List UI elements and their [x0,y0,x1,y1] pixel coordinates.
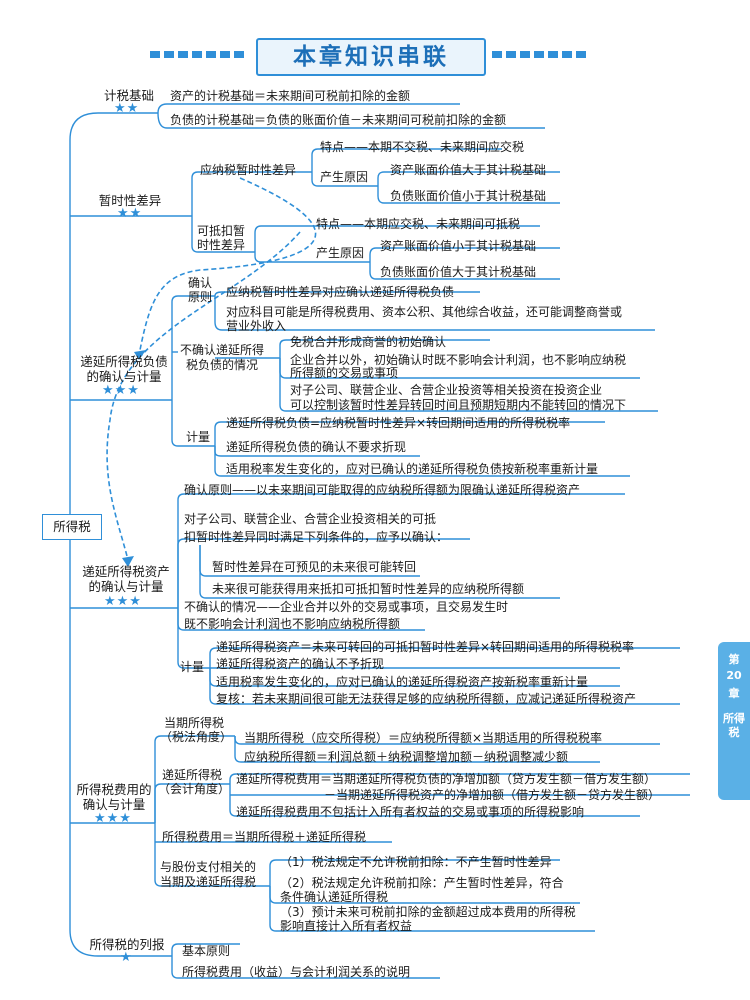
dtl-measure-3: 适用税率发生变化的，应对已确认的递延所得税负债按新税率重新计量 [226,462,599,476]
dta-sub-2: 扣暂时性差异同时满足下列条件的，应予以确认： [184,530,449,544]
dta-measure-2: 递延所得税资产的确认不予折现 [216,657,385,671]
dtl-nonrecog-2: 企业合并以外，初始确认时既不影响会计利润，也不影响应纳税 [290,353,627,367]
deductible-diff-cause-label: 产生原因 [316,246,365,260]
dtl-principle-3: 营业外收入 [226,319,287,333]
page-title-box: 本章知识串联 [256,38,486,76]
dtl-principle-2: 对应科目可能是所得税费用、资本公积、其他综合收益，还可能调整商誉或 [226,305,623,319]
taxable-diff-cause-label: 产生原因 [320,170,369,184]
presentation-item-1: 基本原则 [182,944,231,958]
dta-principle: 确认原则——以未来期间可能取得的应纳税所得额为限确认递延所得税资产 [184,483,581,497]
dtl-measure-2: 递延所得税负债的确认不要求折现 [226,440,407,454]
presentation-item-2: 所得税费用（收益）与会计利润关系的说明 [182,965,411,979]
dtl-nonrecog-3: 所得额的交易或事项 [290,366,399,380]
share-2: （2）税法规定允许税前扣除：产生暂时性差异，符合 [280,876,564,890]
current-tax-2: 应纳税所得额＝利润总额＋纳税调整增加额－纳税调整减少额 [244,750,569,764]
taxable-diff-feature: 特点——本期不交税、未来期间应交税 [320,140,525,154]
expense-total: 所得税费用＝当期所得税＋递延所得税 [162,830,367,844]
dta-nonrecog-2: 既不影响会计利润也不影响应纳税所得额 [184,617,401,631]
dtl-measure-label: 计量 [186,430,211,444]
dtl-label-2: 的确认与计量 [86,369,162,384]
dtl-measure-1: 递延所得税负债=应纳税暂时性差异×转回期间适用的所得税税率 [226,416,571,430]
dtl-nonrecog-5: 可以控制该暂时性差异转回时间且预期短期内不能转回的情况下 [290,398,627,412]
temp-diff-label: 暂时性差异 [98,193,162,208]
deferred-tax-2: －当期递延所得税资产的净增加额（借方发生额－贷方发生额） [324,788,661,802]
expense-label-2: 确认与计量 [82,797,146,812]
dtl-stars: ★★★ [102,383,140,398]
share-5: 影响直接计入所有者权益 [280,919,413,933]
deferred-tax-3: 递延所得税费用不包括计入所有者权益的交易或事项的所得税影响 [236,805,585,819]
tax-base-stars: ★★ [114,101,140,116]
share-1: （1）税法规定不允许税前扣除：不产生暂时性差异 [280,855,552,869]
deferred-tax-label-1: 递延所得税 [162,768,223,782]
temp-diff-stars: ★★ [117,206,143,221]
dta-label-1: 递延所得税资产 [82,564,170,579]
share-3: 条件确认递延所得税 [280,890,389,904]
taxable-diff-cause-2: 负债账面价值小于其计税基础 [390,189,547,203]
root-label: 所得税 [53,519,91,534]
presentation-stars: ★ [120,950,133,965]
dta-label-2: 的确认与计量 [88,579,164,594]
title-deco-right [492,51,588,58]
dta-measure-1: 递延所得税资产＝未来可转回的可抵扣暂时性差异×转回期间适用的所得税税率 [216,640,635,654]
side-tab-name: 所得税 [723,712,745,739]
expense-label-1: 所得税费用的 [76,782,152,797]
deferred-tax-1: 递延所得税费用＝当期递延所得税负债的净增加额（贷方发生额－借方发生额） [236,772,657,786]
taxable-diff-cause-1: 资产账面价值大于其计税基础 [390,163,547,177]
dta-cond-1: 暂时性差异在可预见的未来很可能转回 [212,560,417,574]
share-label-1: 与股份支付相关的 [160,860,257,874]
deferred-tax-label-2: （会计角度） [158,782,231,796]
dtl-nonrecog-1: 免税合并形成商誉的初始确认 [290,335,447,349]
dta-stars: ★★★ [104,594,142,609]
current-tax-1: 当期所得税（应交所得税）＝应纳税所得额×当期适用的所得税税率 [244,731,603,745]
dtl-nonrecog-label-2: 税负债的情况 [186,358,259,372]
dtl-nonrecog-label-1: 不确认递延所得 [180,343,265,357]
deductible-diff-label-2: 时性差异 [197,238,246,252]
title-deco-left [150,51,246,58]
side-tab-number: 20 [726,669,742,682]
dtl-label-1: 递延所得税负债 [80,354,168,369]
dta-sub-1: 对子公司、联营企业、合营企业投资相关的可抵 [184,512,437,526]
deductible-diff-cause-2: 负债账面价值大于其计税基础 [380,265,537,279]
share-4: （3）预计未来可税前扣除的金额超过成本费用的所得税 [280,905,576,919]
presentation-label: 所得税的列报 [89,937,165,952]
deductible-diff-label-1: 可抵扣暂 [197,224,246,238]
dta-measure-label: 计量 [180,660,205,674]
dtl-principle-1: 应纳税暂时性差异对应确认递延所得税负债 [226,285,455,299]
page-title: 本章知识串联 [293,44,449,70]
tax-base-label: 计税基础 [103,88,154,103]
side-tab-unit: 章 [728,687,740,700]
current-tax-label-2: （税法角度） [160,730,233,744]
side-tab-chapter: 第 [728,653,740,666]
current-tax-label-1: 当期所得税 [164,716,225,730]
dta-measure-4: 复核：若未来期间很可能无法获得足够的应纳税所得额，应减记递延所得税资产 [216,692,637,706]
chapter-side-tab: 第 20 章 所得税 [718,642,750,800]
taxable-diff-label: 应纳税暂时性差异 [200,163,297,177]
share-label-2: 当期及递延所得税 [160,875,257,889]
dtl-nonrecog-4: 对子公司、联营企业、合营企业投资等相关投资在投资企业 [290,383,603,397]
root-node: 所得税 [42,514,102,540]
dta-nonrecog-1: 不确认的情况——企业合并以外的交易或事项，且交易发生时 [184,600,509,614]
dtl-principle-label-2: 原则 [188,290,213,304]
dta-cond-2: 未来很可能获得用来抵扣可抵扣暂时性差异的应纳税所得额 [212,582,525,596]
deductible-diff-cause-1: 资产账面价值小于其计税基础 [380,239,537,253]
dtl-principle-label-1: 确认 [188,276,213,290]
tax-base-asset: 资产的计税基础＝未来期间可税前扣除的金额 [170,89,411,103]
tax-base-liability: 负债的计税基础＝负债的账面价值－未来期间可税前扣除的金额 [170,113,507,127]
deductible-diff-feature: 特点——本期应交税、未来期间可抵税 [316,217,521,231]
expense-stars: ★★★ [94,811,132,826]
dta-measure-3: 适用税率发生变化的，应对已确认的递延所得税资产按新税率重新计量 [216,675,589,689]
